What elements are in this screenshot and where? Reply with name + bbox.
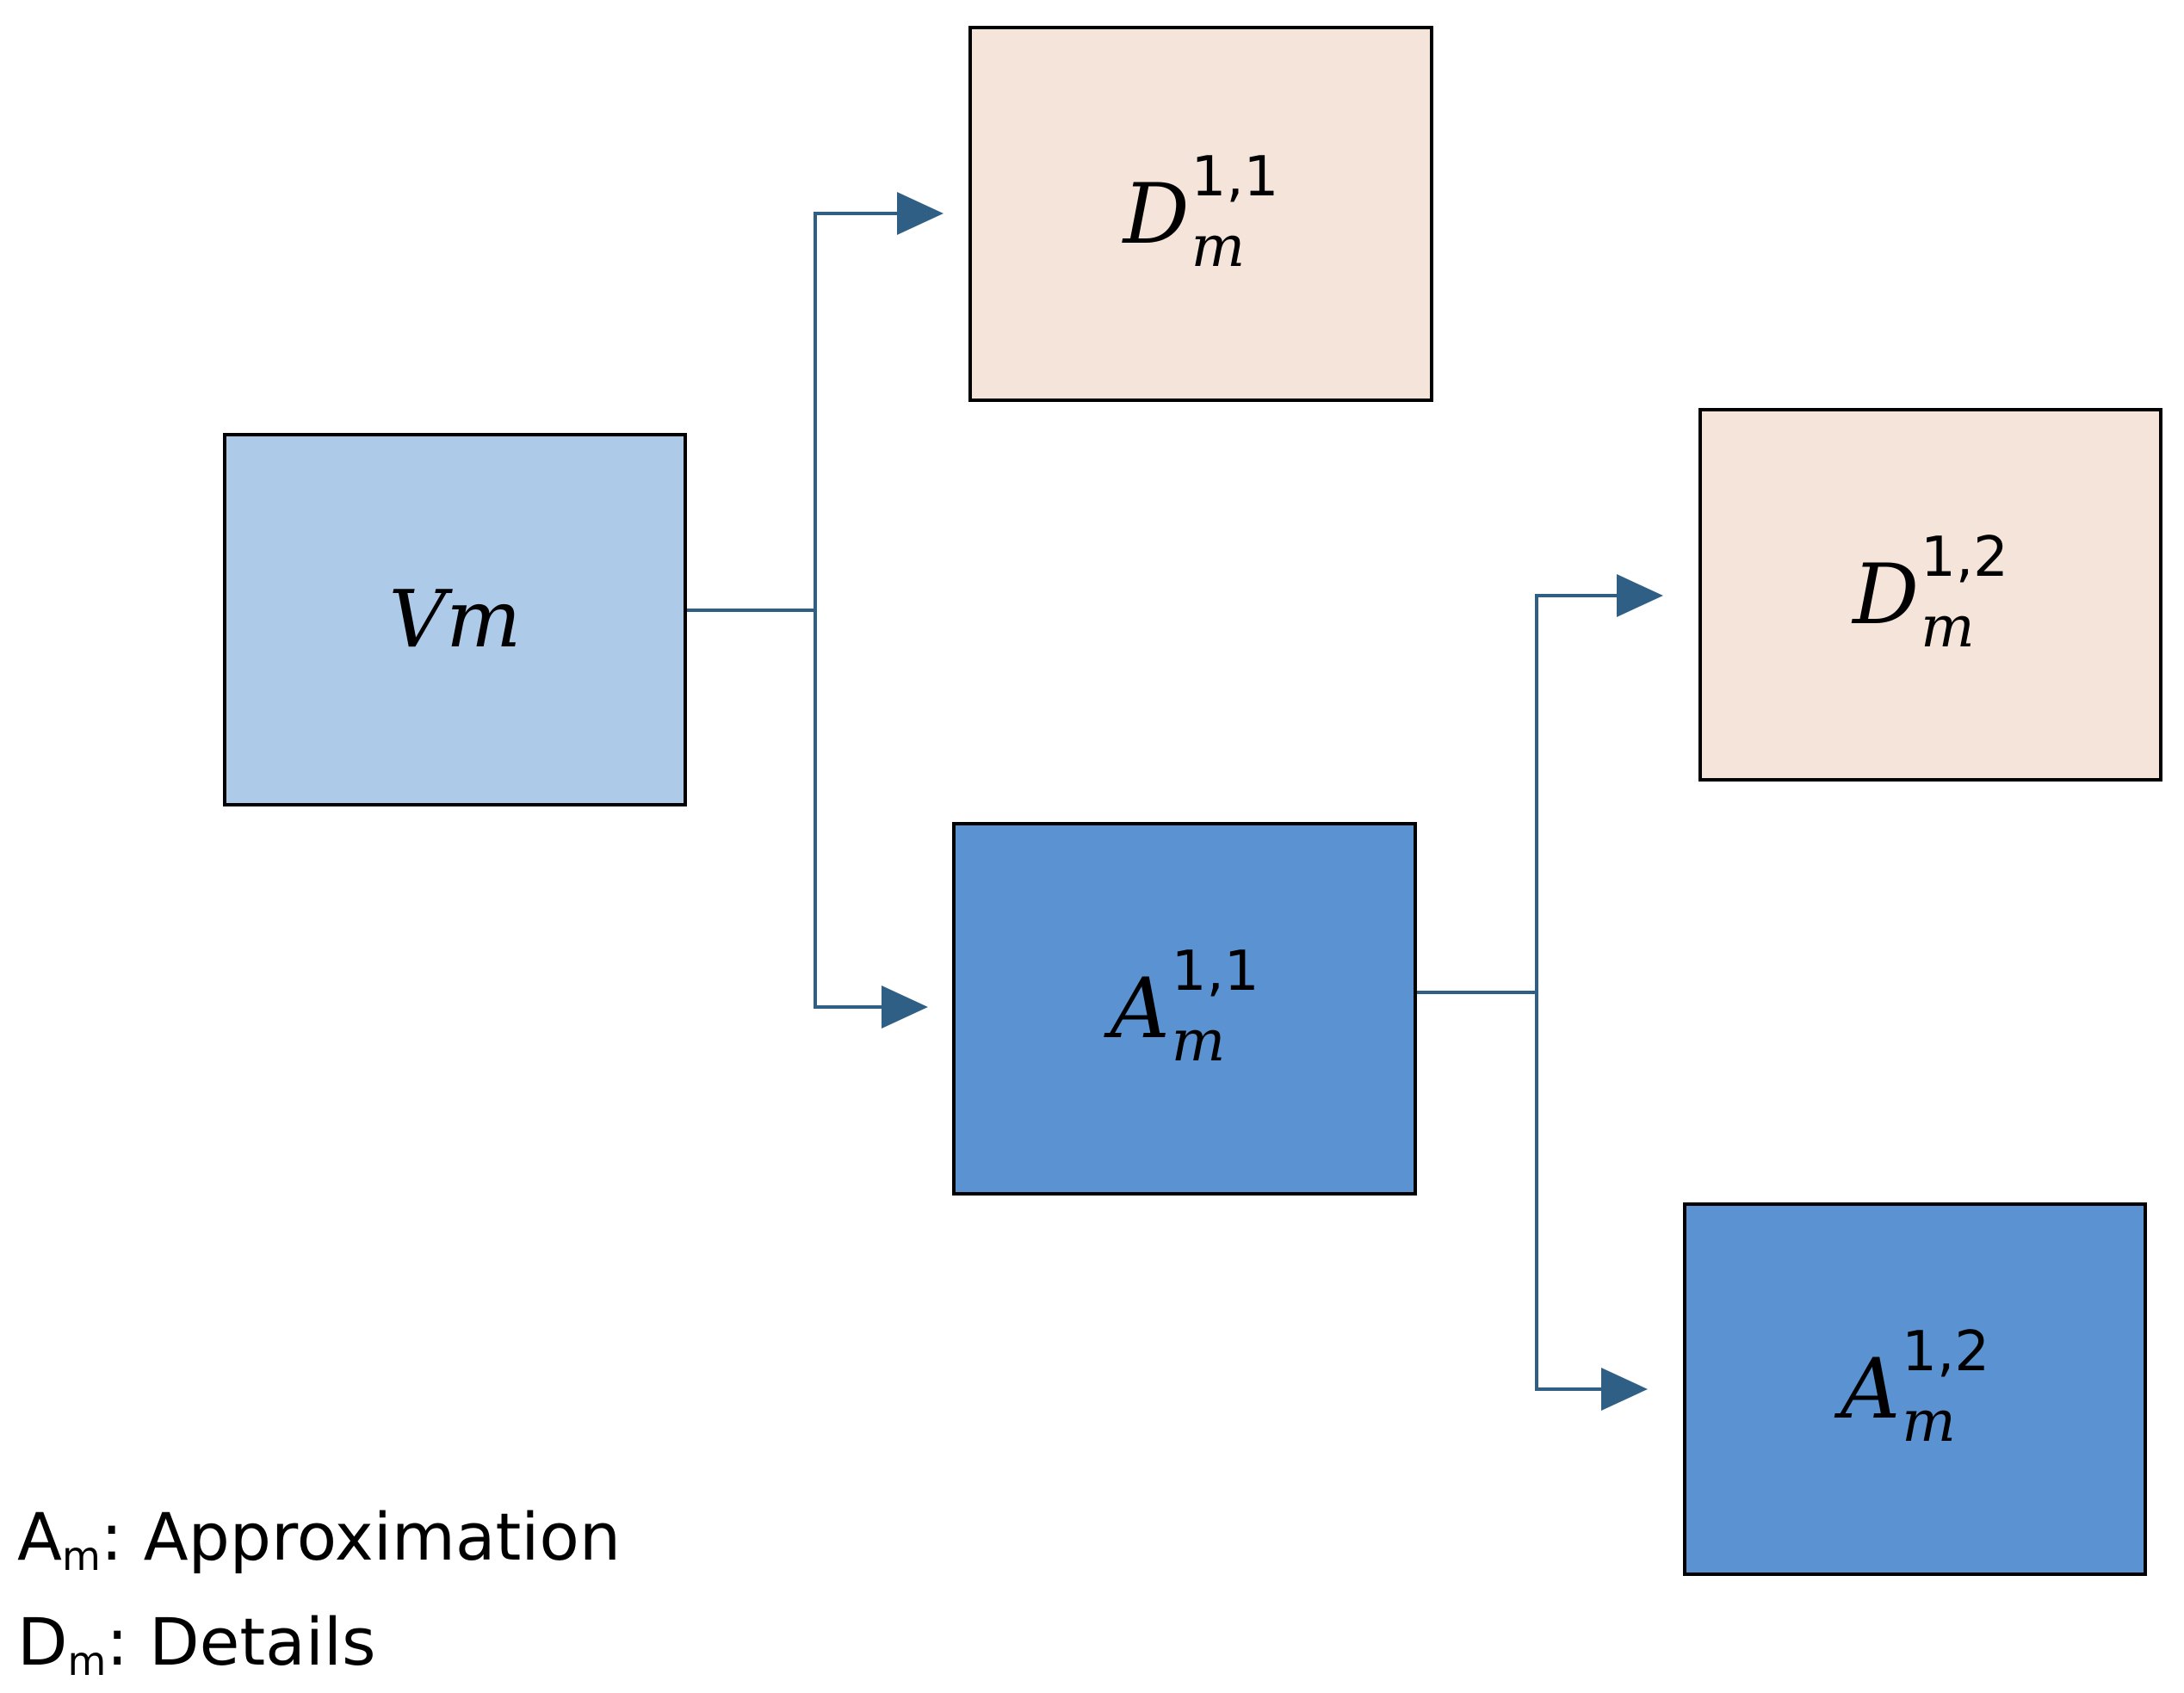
legend-details-text: : Details [106,1603,376,1680]
arrowhead-to-d12 [1617,574,1663,617]
arrowhead-to-a12 [1601,1368,1648,1411]
a11-superscript: 1,1 [1171,940,1259,1004]
a12-box: A 1,2 m [1683,1202,2147,1576]
connector-vm-branch [686,212,904,612]
arrowhead-to-a11 [882,986,928,1029]
a11-box: A 1,1 m [952,822,1417,1196]
a11-subscript: m [1171,1008,1226,1074]
legend-details: Dm: Details [17,1610,376,1684]
a11-base: A [1110,961,1170,1057]
legend-details-subscript: m [67,1638,107,1684]
d12-subscript: m [1921,594,1975,660]
d11-label: D 1,1 m [1123,150,1279,275]
connector-a11-to-a12 [1535,992,1603,1391]
connector-a11-branch [1414,594,1618,994]
vm-box: Vm [223,433,687,806]
connector-vm-to-a11 [814,610,887,1009]
d12-base: D [1853,547,1920,643]
a11-label: A 1,1 m [1110,944,1259,1070]
a12-base: A [1840,1341,1901,1437]
d11-box: D 1,1 m [968,26,1433,402]
d12-superscript: 1,2 [1921,526,2008,590]
a12-superscript: 1,2 [1902,1320,1990,1384]
d12-box: D 1,2 m [1698,408,2162,782]
legend-approximation-subscript: m [62,1533,101,1579]
legend-details-letter: D [17,1603,68,1680]
arrowhead-to-d11 [897,192,944,235]
a12-subscript: m [1902,1388,1956,1455]
legend-approximation-text: : Approximation [100,1498,622,1575]
d12-label: D 1,2 m [1853,530,2008,656]
d11-base: D [1123,165,1190,263]
d11-superscript: 1,1 [1191,145,1279,209]
legend-approximation: Am: Approximation [17,1505,621,1579]
legend-approximation-letter: A [17,1498,62,1575]
a12-label: A 1,2 m [1840,1325,1989,1450]
vm-label: Vm [388,573,522,665]
d11-subscript: m [1191,213,1246,280]
